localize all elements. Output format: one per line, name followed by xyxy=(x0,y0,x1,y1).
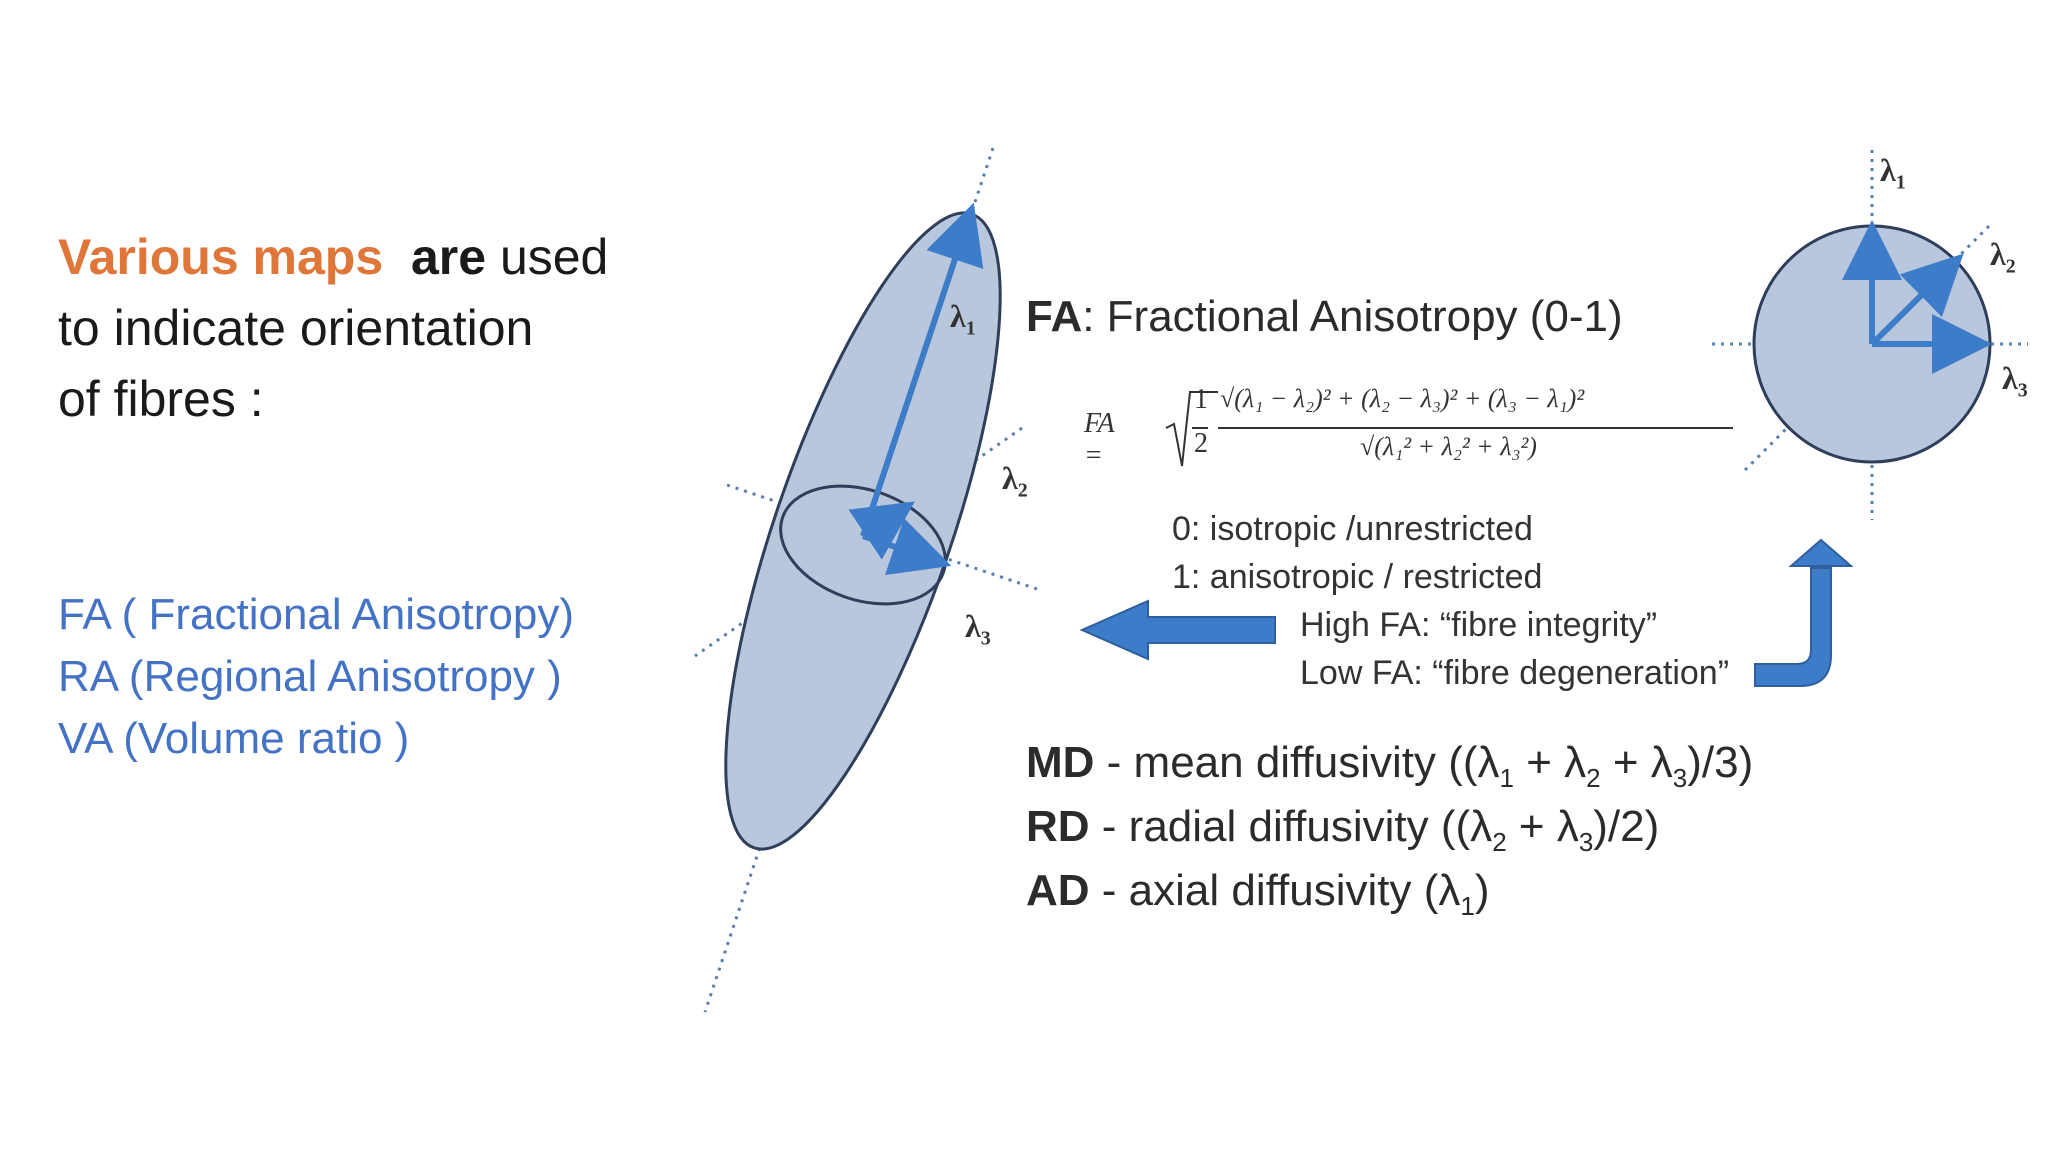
left-arrow-icon xyxy=(1082,601,1275,659)
label-lambda3: λ3 xyxy=(965,608,991,650)
ad-text: - axial diffusivity (λ xyxy=(1090,866,1461,915)
ad-abbr: AD xyxy=(1026,866,1090,915)
sphere-label-lambda1: λ1 xyxy=(1880,152,1906,194)
metric-md: MD - mean diffusivity ((λ1 + λ2 + λ3)/3) xyxy=(1026,738,1753,794)
metric-ad: AD - axial diffusivity (λ1) xyxy=(1026,866,1490,922)
fa-title-text: : Fractional Anisotropy (0-1) xyxy=(1082,292,1622,341)
desc-isotropic: 0: isotropic /unrestricted xyxy=(1172,510,1533,549)
desc-high-fa: High FA: “fibre integrity” xyxy=(1300,606,1657,645)
fa-title: FA: Fractional Anisotropy (0-1) xyxy=(1026,292,1623,342)
rd-text: - radial diffusivity ((λ xyxy=(1090,802,1493,851)
formula-half-den: 2 xyxy=(1194,428,1208,460)
desc-anisotropic: 1: anisotropic / restricted xyxy=(1172,558,1542,597)
md-abbr: MD xyxy=(1026,738,1094,787)
formula-lhs: FA = xyxy=(1084,408,1114,472)
formula-half-num: 1 xyxy=(1194,384,1208,416)
desc-low-fa: Low FA: “fibre degeneration” xyxy=(1300,654,1729,693)
label-lambda2: λ2 xyxy=(1002,460,1028,502)
formula-denominator: √(λ₁² + λ₂² + λ₃²) xyxy=(1360,432,1537,462)
formula-numerator: √(λ₁ − λ₂)² + (λ₂ − λ₃)² + (λ₃ − λ₁)² xyxy=(1220,384,1584,414)
rd-abbr: RD xyxy=(1026,802,1090,851)
sphere-label-lambda2: λ2 xyxy=(1990,236,2016,278)
metric-rd: RD - radial diffusivity ((λ2 + λ3)/2) xyxy=(1026,802,1659,858)
sphere-label-lambda3: λ3 xyxy=(2002,360,2028,402)
md-text: - mean diffusivity ((λ xyxy=(1094,738,1499,787)
up-turn-arrow-icon xyxy=(1755,540,1851,686)
fa-abbr: FA xyxy=(1026,292,1082,341)
label-lambda1: λ1 xyxy=(950,298,976,340)
